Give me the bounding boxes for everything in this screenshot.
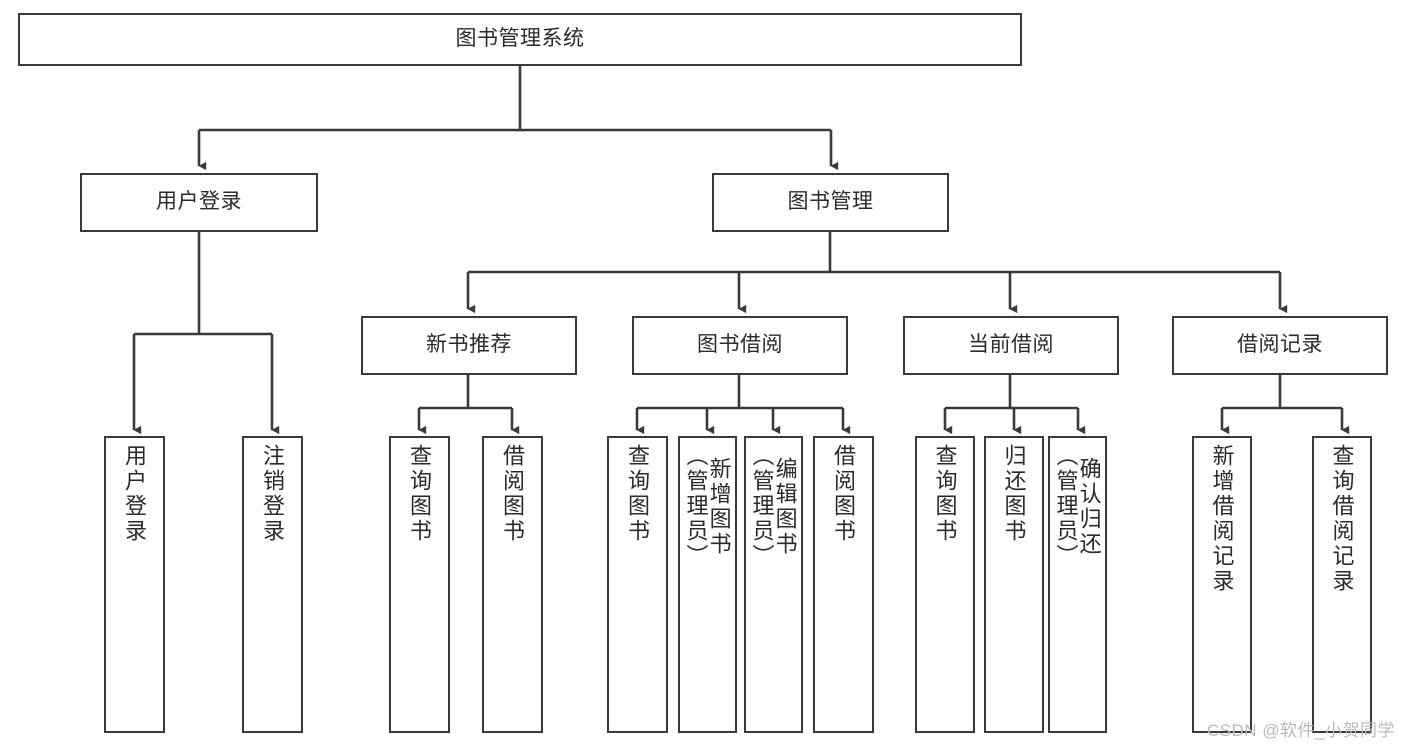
node-label: 新书推荐 <box>426 333 512 357</box>
leaf-record-query-borrow-record[interactable]: 查询借阅记录 <box>1312 436 1372 733</box>
node-label: 图书管理系统 <box>455 27 585 51</box>
leaf-borrow-edit-book-admin[interactable]: 编辑图书 （管理员） <box>744 436 803 733</box>
node-label: 编辑图书 （管理员） <box>749 444 798 569</box>
node-label: 借阅图书 <box>831 444 857 544</box>
node-current-borrow[interactable]: 当前借阅 <box>903 316 1119 375</box>
leaf-current-confirm-return-admin[interactable]: 确认归还 （管理员） <box>1048 436 1107 733</box>
leaf-user-login-logout[interactable]: 注销登录 <box>242 436 303 733</box>
node-label: 用户登录 <box>122 444 148 544</box>
node-label: 图书借阅 <box>697 333 783 357</box>
node-label: 查询借阅记录 <box>1329 444 1355 594</box>
leaf-current-query-book[interactable]: 查询图书 <box>915 436 975 733</box>
node-label: 注销登录 <box>260 444 286 544</box>
node-new-book-recommend[interactable]: 新书推荐 <box>361 316 577 375</box>
node-label: 新增借阅记录 <box>1209 444 1235 594</box>
node-label: 图书管理 <box>787 190 874 214</box>
node-book-borrow[interactable]: 图书借阅 <box>632 316 848 375</box>
leaf-new-book-borrow-book[interactable]: 借阅图书 <box>482 436 543 733</box>
node-label: 确认归还 （管理员） <box>1053 444 1102 569</box>
node-label: 查询图书 <box>932 444 958 544</box>
leaf-user-login-login[interactable]: 用户登录 <box>104 436 165 733</box>
leaf-record-add-borrow-record[interactable]: 新增借阅记录 <box>1192 436 1252 733</box>
node-borrow-record[interactable]: 借阅记录 <box>1172 316 1388 375</box>
leaf-current-return-book[interactable]: 归还图书 <box>984 436 1044 733</box>
node-label: 当前借阅 <box>968 333 1054 357</box>
node-book-management[interactable]: 图书管理 <box>712 173 949 232</box>
csdn-watermark: CSDN @软件_小贺同学 <box>1206 721 1395 740</box>
node-user-login[interactable]: 用户登录 <box>80 173 318 232</box>
node-root-book-management-system[interactable]: 图书管理系统 <box>18 13 1022 66</box>
leaf-new-book-query-book[interactable]: 查询图书 <box>389 436 450 733</box>
node-label: 归还图书 <box>1001 444 1027 544</box>
node-label: 新增图书 （管理员） <box>683 444 732 569</box>
node-label: 借阅图书 <box>500 444 526 544</box>
node-label: 查询图书 <box>625 444 651 544</box>
node-label: 查询图书 <box>407 444 433 544</box>
leaf-borrow-query-book[interactable]: 查询图书 <box>607 436 668 733</box>
node-label: 用户登录 <box>156 190 242 214</box>
leaf-borrow-add-book-admin[interactable]: 新增图书 （管理员） <box>678 436 737 733</box>
leaf-borrow-borrow-book[interactable]: 借阅图书 <box>813 436 874 733</box>
node-label: 借阅记录 <box>1237 333 1323 357</box>
